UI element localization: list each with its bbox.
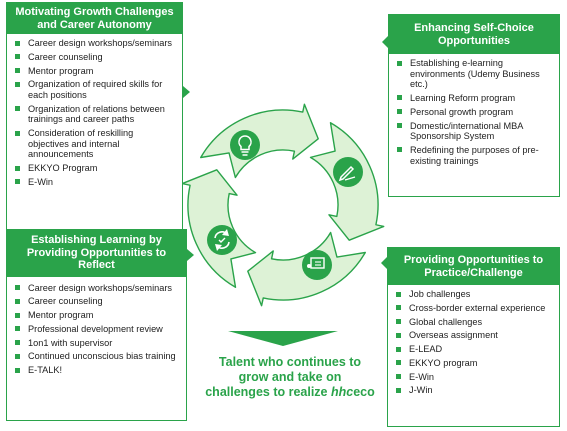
box-title: Providing Opportunities to Practice/Chal… <box>388 248 559 285</box>
list-item: Learning Reform program <box>395 93 553 104</box>
list-item: Career design workshops/seminars <box>13 283 180 294</box>
list-item: E-Win <box>394 372 553 383</box>
list-item: Global challenges <box>394 317 553 328</box>
list-item: Organization of relations between traini… <box>13 104 176 125</box>
down-arrow <box>228 331 338 346</box>
refresh-icon <box>207 225 237 255</box>
box-title: Motivating Growth Challenges and Career … <box>7 3 182 34</box>
box-motivating-growth: Motivating Growth Challenges and Career … <box>6 2 183 237</box>
conclusion-text: Talent who continues to grow and take on… <box>180 355 400 400</box>
list-item: Redefining the purposes of pre-existing … <box>395 145 553 166</box>
conclusion-line-2: grow and take on <box>238 370 342 384</box>
box-title: Establishing Learning by Providing Oppor… <box>7 230 186 277</box>
list-item: Overseas assignment <box>394 330 553 341</box>
list-item: Career counseling <box>13 52 176 63</box>
presentation-icon <box>302 250 332 280</box>
list-item: J-Win <box>394 385 553 396</box>
conclusion-line-3: challenges to realize hhceco <box>205 385 375 399</box>
list-item: Professional development review <box>13 324 180 335</box>
lightbulb-icon <box>230 130 260 160</box>
list-item: Career design workshops/seminars <box>13 38 176 49</box>
list-item: Career counseling <box>13 296 180 307</box>
list-item: Mentor program <box>13 310 180 321</box>
list-item: E-TALK! <box>13 365 180 376</box>
list-item: Continued unconscious bias training <box>13 351 180 362</box>
list-item: Personal growth program <box>395 107 553 118</box>
list-item: Establishing e-learning environments (Ud… <box>395 58 553 90</box>
conclusion-line-1: Talent who continues to <box>218 355 362 369</box>
list-item: Cross-border external experience <box>394 303 553 314</box>
cycle-arrow-top <box>200 103 319 179</box>
list-item: Mentor program <box>13 66 176 77</box>
connector-top-left <box>183 86 190 98</box>
list-item: Domestic/international MBA Sponsorship S… <box>395 121 553 142</box>
connector-bottom-right <box>381 257 387 269</box>
list-item: Job challenges <box>394 289 553 300</box>
list-item: Organization of required skills for each… <box>13 79 176 100</box>
list-item: 1on1 with supervisor <box>13 338 180 349</box>
list-item: E-Win <box>13 177 176 188</box>
connector-top-right <box>382 36 388 48</box>
list-item: E-LEAD <box>394 344 553 355</box>
connector-bottom-left <box>187 249 194 261</box>
cycle-arrows <box>181 103 385 307</box>
pen-icon <box>333 157 363 187</box>
list-item: Consideration of reskilling objectives a… <box>13 128 176 160</box>
box-learning-reflect: Establishing Learning by Providing Oppor… <box>6 229 187 421</box>
list-item: EKKYO program <box>394 358 553 369</box>
box-self-choice: Enhancing Self-Choice Opportunities Esta… <box>388 14 560 197</box>
list-item: EKKYO Program <box>13 163 176 174</box>
box-list: Establishing e-learning environments (Ud… <box>395 58 553 166</box>
box-practice-challenge: Providing Opportunities to Practice/Chal… <box>387 247 560 427</box>
brand-hhc: hhc <box>330 385 354 399</box>
box-title: Enhancing Self-Choice Opportunities <box>389 15 559 54</box>
